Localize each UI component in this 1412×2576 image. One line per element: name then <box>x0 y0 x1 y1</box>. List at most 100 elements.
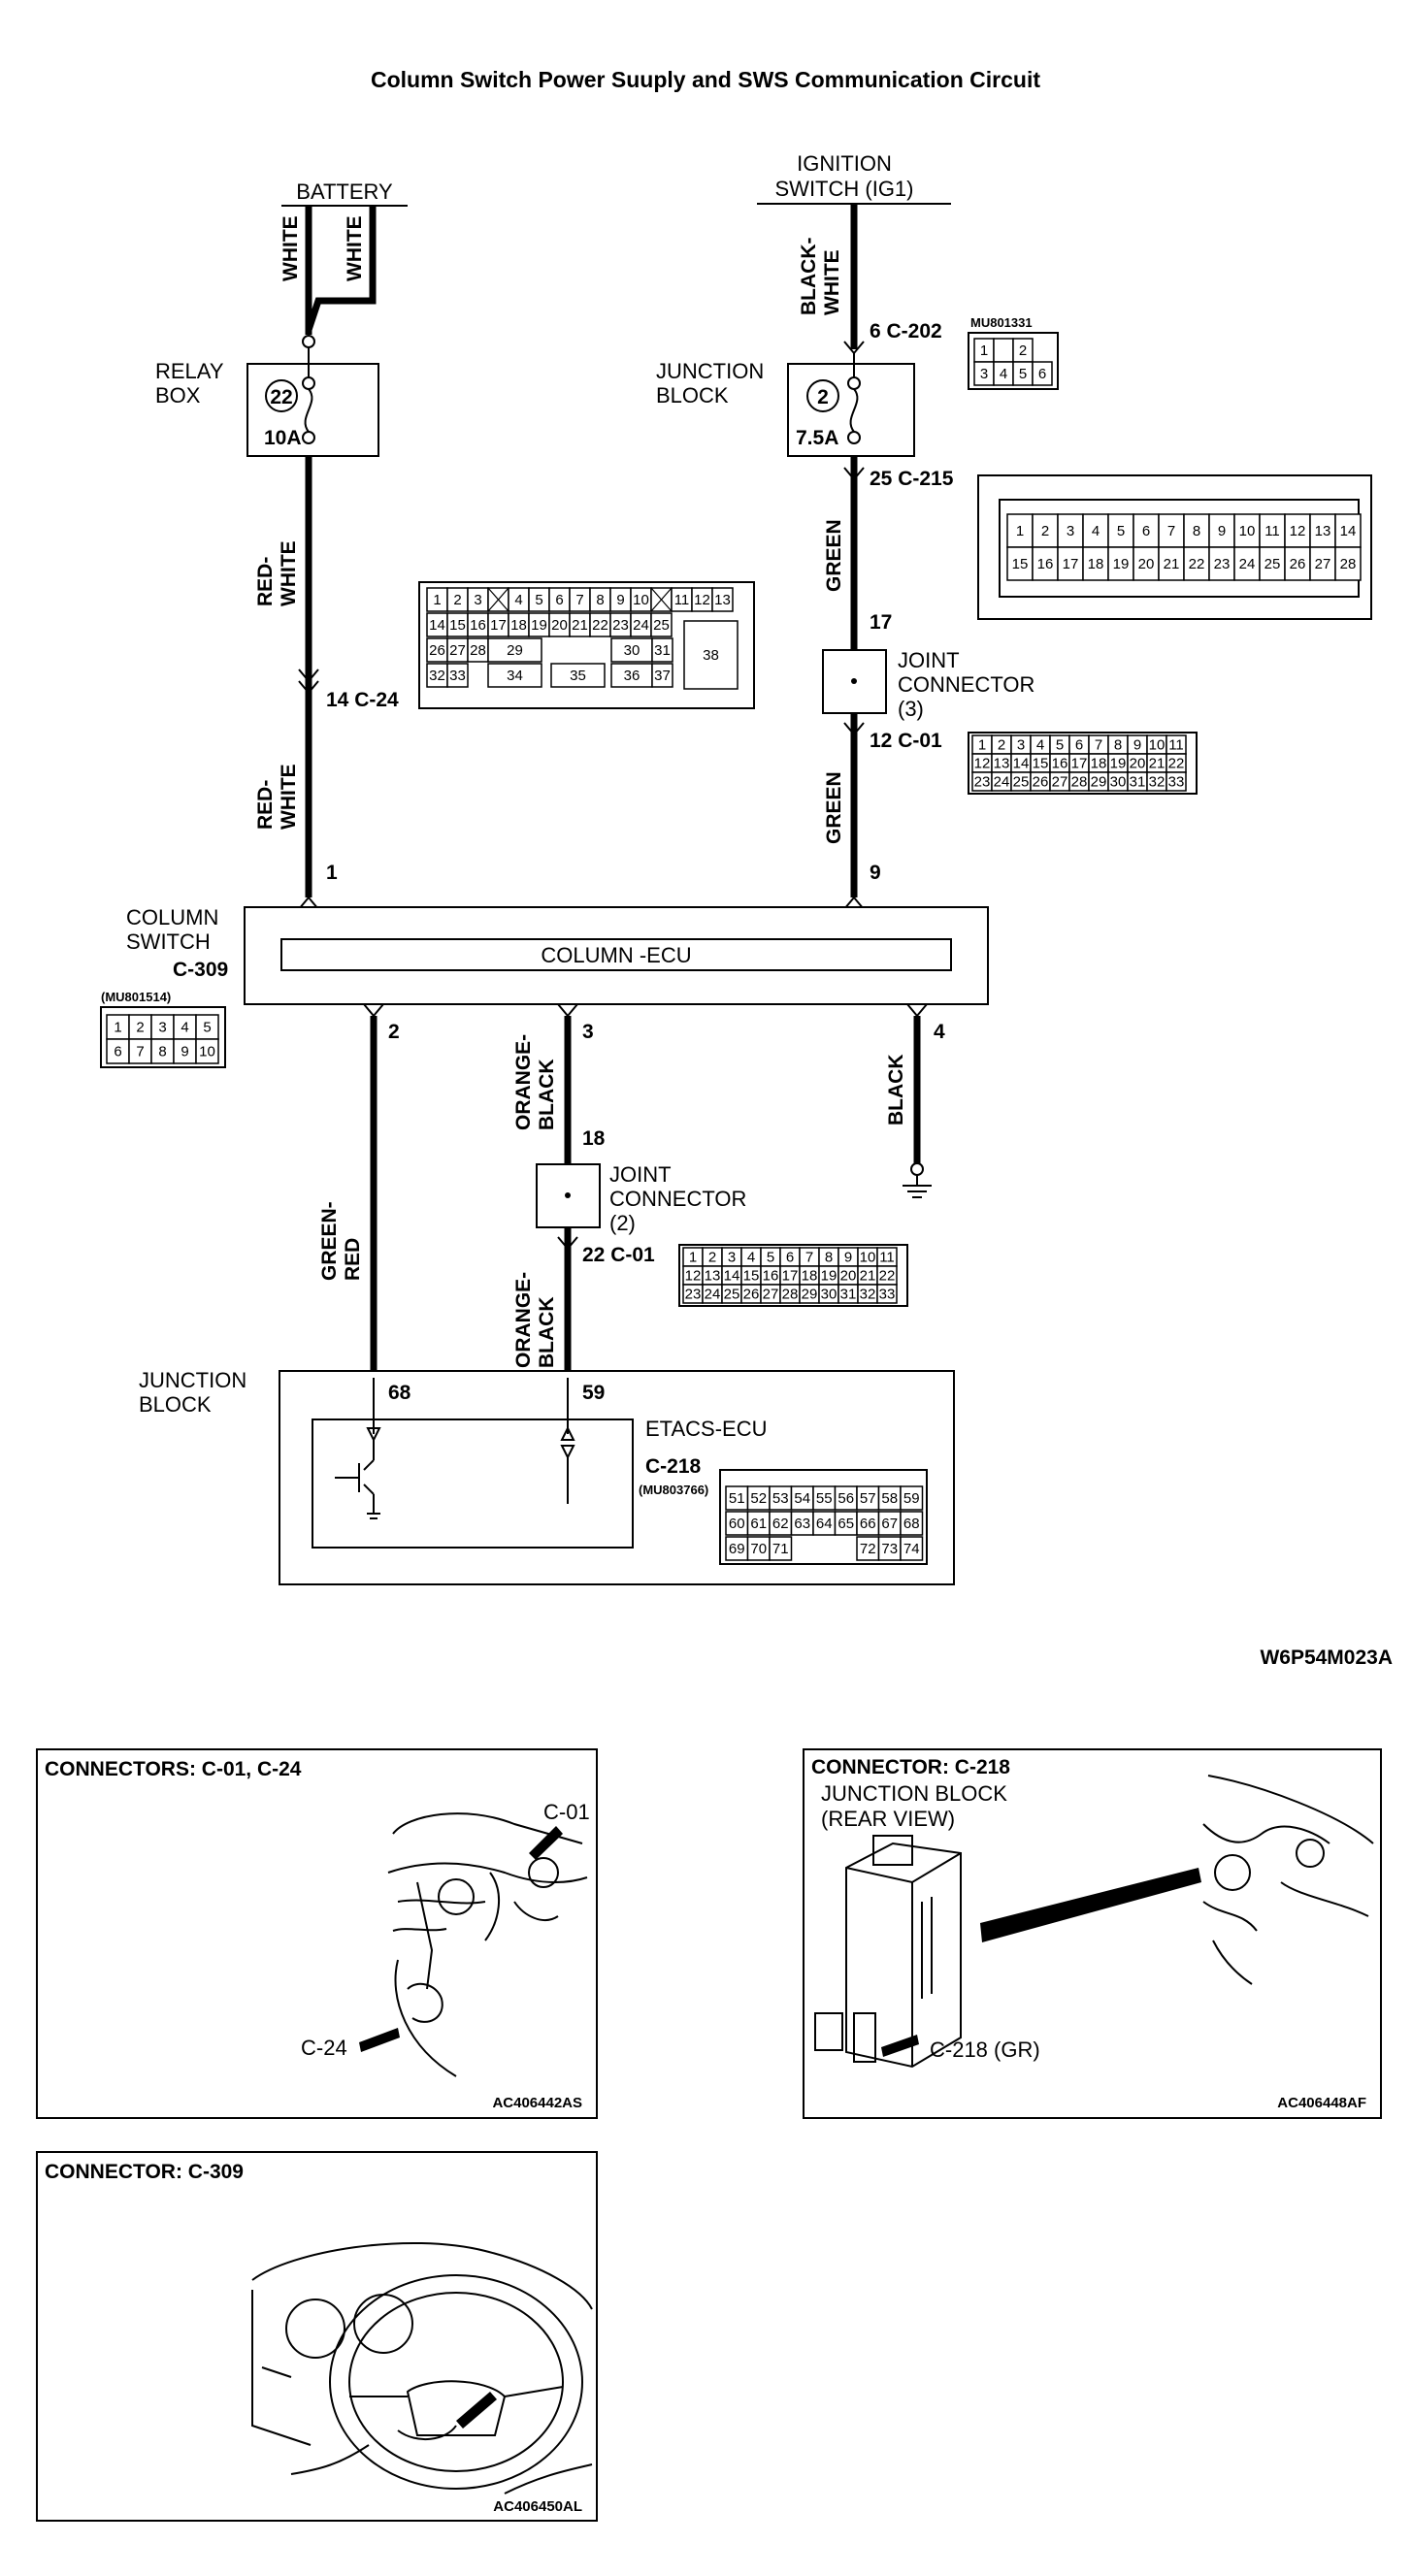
c24-blank-mark <box>487 587 509 612</box>
c24-pin-label: 14 C-24 <box>326 689 399 711</box>
c01-lower-pin-number: 4 <box>747 1250 755 1266</box>
c24-cell <box>487 663 542 688</box>
c218-pin-number: 65 <box>837 1516 854 1532</box>
c01-lower-pin-number: 30 <box>821 1287 837 1303</box>
c01-lower-pin-number: 21 <box>860 1268 876 1285</box>
etacs-part-number: (MU803766) <box>639 1483 708 1497</box>
c01-upper-pin-number: 21 <box>1149 756 1166 772</box>
c218-pin-number: 66 <box>860 1516 876 1532</box>
etacs-pin-59: 59 <box>582 1382 605 1404</box>
pointer-beam-icon <box>980 1868 1201 1942</box>
diagram-title: Column Switch Power Suuply and SWS Commu… <box>371 67 1040 92</box>
c01-upper-pin-number: 27 <box>1052 774 1068 791</box>
c309-pin-number: 10 <box>199 1044 215 1060</box>
panel-c01-c24: CONNECTORS: C-01, C-24 C-01 C-24 AC40644… <box>36 1748 598 2119</box>
c218-pin-number: 57 <box>860 1490 876 1507</box>
c218-pin-number: 71 <box>772 1541 789 1557</box>
c218-pin-number: 61 <box>750 1516 767 1532</box>
panel-c218-callout: C-218 (GR) <box>930 2038 1040 2062</box>
c01-lower-pin-number: 7 <box>805 1250 813 1266</box>
c24-pin-number: 28 <box>470 642 486 659</box>
c215-cell <box>1233 513 1261 548</box>
column-ecu-box <box>280 938 952 971</box>
c215-cell <box>1233 546 1261 581</box>
c309-pin-number: 8 <box>158 1044 166 1060</box>
junction-block-top-label-2: BLOCK <box>656 383 729 408</box>
c215-pin-number: 1 <box>1016 523 1024 539</box>
jc3-out-pin: 12 C-01 <box>870 730 942 752</box>
jc2-in-pin: 18 <box>582 1127 606 1150</box>
column-pin-4: 4 <box>934 1021 945 1043</box>
c215-pin-number: 6 <box>1142 523 1150 539</box>
ignition-label-1: IGNITION <box>797 151 892 176</box>
c01-lower-pin-number: 15 <box>743 1268 760 1285</box>
battery-label: BATTERY <box>296 179 393 204</box>
c24-pin-number: 10 <box>633 592 649 608</box>
c24-pin-number: 17 <box>490 617 507 634</box>
green-upper-color: GREEN <box>823 519 845 592</box>
c01-upper-pin-number: 22 <box>1168 756 1185 772</box>
c01-upper-cell <box>1166 771 1187 792</box>
etacs-ecu-label: ETACS-ECU <box>645 1417 768 1441</box>
c01-lower-pin-number: 14 <box>724 1268 740 1285</box>
dashboard-wiring-sketch-2 <box>1202 1775 1374 1985</box>
c218-cell <box>900 1485 924 1511</box>
c215-cell <box>1133 513 1160 548</box>
ign-wire-color-2: WHITE <box>821 249 843 315</box>
c215-cell <box>1057 513 1084 548</box>
c215-cell <box>1133 546 1160 581</box>
c01-upper-pin-number: 13 <box>994 756 1010 772</box>
c218-pin-number: 72 <box>860 1541 876 1557</box>
c01-upper-pin-number: 25 <box>1013 774 1030 791</box>
panel-c309-title: CONNECTOR: C-309 <box>45 2161 244 2183</box>
c24-pin-number: 12 <box>694 592 710 608</box>
c202-pin-number: 6 <box>1038 366 1046 382</box>
c01-upper-pin-number: 4 <box>1036 737 1044 754</box>
c01-upper-pin-number: 31 <box>1130 774 1146 791</box>
c202-pin-number: 3 <box>980 366 988 382</box>
c218-pin-number: 74 <box>903 1541 920 1557</box>
c01-lower-pin-number: 33 <box>879 1287 896 1303</box>
c01-upper-pin-number: 3 <box>1017 737 1025 754</box>
junction-block-top-label-1: JUNCTION <box>656 359 764 383</box>
c24-pin-number: 27 <box>449 642 466 659</box>
c309-pin-number: 1 <box>114 1020 121 1036</box>
c01-lower-pin-number: 27 <box>763 1287 779 1303</box>
c215-pin-number: 3 <box>1067 523 1074 539</box>
c218-pin-number: 59 <box>903 1490 920 1507</box>
etacs-pin-68: 68 <box>388 1382 411 1404</box>
c24-connector-arrow <box>298 668 319 695</box>
etacs-connector: C-218 <box>645 1455 702 1478</box>
c24-pin-number: 9 <box>616 592 624 608</box>
c215-pin-number: 22 <box>1189 556 1205 572</box>
c218-arrow-icon <box>881 2035 919 2057</box>
c309-pin-number: 6 <box>114 1044 121 1060</box>
c215-cell <box>1334 513 1362 548</box>
c215-pin-number: 21 <box>1164 556 1180 572</box>
c218-pin-number: 60 <box>729 1516 745 1532</box>
c24-cell <box>651 637 673 663</box>
green-red-color-1: GREEN- <box>318 1201 341 1281</box>
c309-pin-number: 5 <box>203 1020 211 1036</box>
jb-fuse-number: 2 <box>817 386 829 408</box>
c01-upper-pin-number: 17 <box>1071 756 1088 772</box>
c24-wire-color-2: WHITE <box>278 764 300 830</box>
c215-pin-number: 23 <box>1214 556 1231 572</box>
c215-pin-number: 26 <box>1290 556 1306 572</box>
column-switch-connector: C-309 <box>173 959 228 981</box>
c01-upper-pin-number: 19 <box>1110 756 1127 772</box>
relay-fuse-number-circle <box>265 379 298 412</box>
c24-pin-number: 21 <box>572 617 588 634</box>
c24-cell <box>711 587 734 612</box>
relay-wire-color-2: WHITE <box>278 540 300 606</box>
jb-fuse-number-circle <box>806 379 839 412</box>
c01-lower-cell <box>876 1284 898 1304</box>
c24-pin-number: 34 <box>507 668 523 684</box>
c01-lower-pin-number: 26 <box>743 1287 760 1303</box>
c01-upper-pin-number: 2 <box>998 737 1005 754</box>
c215-pin-number: 14 <box>1340 523 1357 539</box>
